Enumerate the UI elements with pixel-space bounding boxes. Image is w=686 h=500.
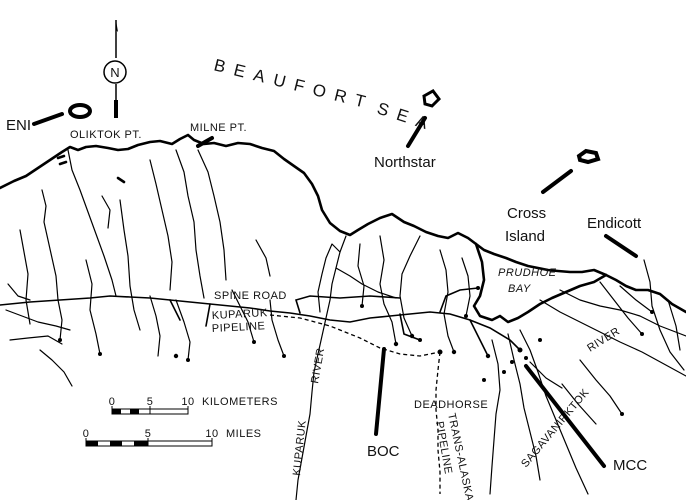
eni-pointer [32,112,64,126]
km-tick-10: 10 [181,396,194,408]
km-tick-5: 5 [147,396,154,408]
coast-fragment [56,154,68,166]
oliktok-label: OLIKTOK PT. [70,129,142,141]
mi-tick-10: 10 [205,428,218,440]
eni-island-icon [68,103,92,119]
km-tick-0: 0 [109,396,116,408]
kuparuk-river-label-lower: KUPARUK [291,419,309,476]
prudhoe-label-2: BAY [508,283,531,295]
endicott-annotation: Endicott [587,215,642,232]
drainage-network [5,149,285,387]
kuparuk-pipeline-label-1: KUPARUK [212,307,269,322]
cross-island-icon [576,148,601,165]
spine-road-label: SPINE ROAD [214,290,287,302]
cross-annotation-2: Island [505,228,545,245]
milne-pointer [196,136,214,148]
km-unit: KILOMETERS [202,396,278,408]
scale-bar-miles: 0 5 10 MILES [83,428,262,447]
scale-bar-km: 0 5 10 KILOMETERS [109,396,278,415]
spine-road [0,295,521,351]
beaufort-label: BEAUFORT [212,55,376,113]
cross-annotation-1: Cross [507,205,546,222]
northstar-island-icon [422,89,441,108]
milne-label: MILNE PT. [190,122,247,134]
mcc-annotation: MCC [613,457,647,474]
trans-alaska-pipeline [435,351,441,494]
eni-annotation: ENI [6,117,31,134]
mi-tick-5: 5 [145,428,152,440]
deadhorse-label: DEADHORSE [414,399,488,411]
boc-annotation: BOC [367,443,400,460]
coastline [0,133,686,314]
north-label: N [110,65,119,80]
kuparuk-pipeline [269,314,441,357]
endicott-pointer [604,234,638,258]
coast-islet [116,176,126,184]
kuparuk-river-label-upper: RIVER [309,347,327,385]
side-roads [169,287,489,357]
facility-dots [58,286,654,416]
mcc-pointer [524,364,606,468]
prudhoe-label-1: PRUDHOE [498,267,557,279]
prudhoe-bay-shore [472,242,608,324]
north-circle-icon [103,60,127,84]
eastern-drainage [357,235,686,495]
northstar-annotation: Northstar [374,154,436,171]
mi-unit: MILES [226,428,262,440]
sagavanirktok-label: SAGAVANIRKTOK [519,386,592,470]
north-arrow: N [103,20,127,118]
boc-pointer [374,347,386,436]
kuparuk-river [295,235,347,500]
northstar-pointer [406,116,427,148]
mi-tick-0: 0 [83,428,90,440]
cross-island-pointer [541,169,573,194]
kuparuk-pipeline-label-2: PIPELINE [212,320,266,335]
